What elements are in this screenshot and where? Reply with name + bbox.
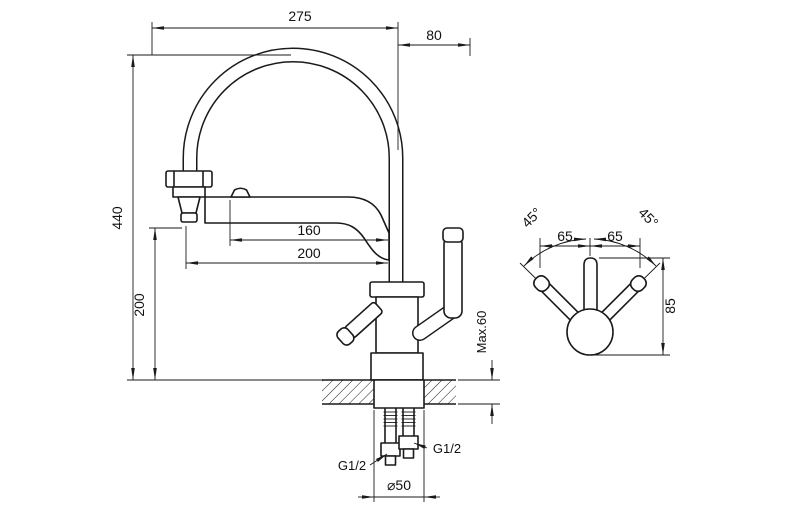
- spray-head-body: [172, 186, 206, 198]
- dim-reach-aerator: 160: [297, 222, 321, 238]
- spray-nozzle: [177, 196, 201, 214]
- dim-arc-angle-left: [523, 237, 587, 267]
- hose-nut-left: [380, 442, 401, 457]
- body-base: [370, 352, 424, 381]
- dim-angle-left: 45°: [518, 204, 544, 230]
- dim-width-total: 275: [288, 8, 312, 24]
- dim-angle-right: 45°: [635, 204, 661, 230]
- spout-arm: [204, 196, 390, 261]
- body-collar: [369, 281, 425, 298]
- hose-nut-right: [398, 435, 419, 450]
- leader-thread-right: [413, 442, 428, 449]
- left-handle: [336, 301, 383, 346]
- top-view-faucet: [519, 257, 661, 356]
- dim-reach-spout: 200: [297, 245, 321, 261]
- right-handle-cap: [442, 227, 464, 243]
- dim-base-diameter: ⌀50: [387, 477, 411, 493]
- mounting-shank: [373, 379, 425, 409]
- spray-tip: [180, 212, 198, 223]
- dim-offset-left: 65: [557, 228, 573, 244]
- dim-mount-thickness: Max.60: [474, 311, 489, 354]
- right-handle-lever: [443, 236, 463, 319]
- dim-width-right: 80: [426, 27, 442, 43]
- supply-pipes: [380, 408, 419, 466]
- aerator: [230, 187, 251, 198]
- dim-offset-right: 65: [607, 228, 623, 244]
- dim-depth: 85: [662, 298, 678, 314]
- body-mid: [375, 296, 419, 354]
- dim-thread-left: G1/2: [338, 458, 366, 473]
- hose-stub-left: [384, 455, 397, 466]
- hose-stub-right: [402, 448, 415, 459]
- spray-holder: [165, 170, 213, 188]
- counter-hatch-left: [322, 380, 374, 404]
- counter-hatch-right: [424, 380, 456, 404]
- dim-thread-right: G1/2: [433, 441, 461, 456]
- top-spout-tube: [583, 257, 598, 313]
- front-view-faucet: [165, 47, 464, 466]
- dim-arc-angle-right: [593, 237, 657, 267]
- leader-thread-left: [369, 453, 388, 466]
- dim-height-spout: 200: [131, 293, 147, 317]
- top-body-ball: [566, 308, 614, 356]
- front-view-dimensions: 275 80 440 200 160 200 Max.60 ⌀50 G1/2 G…: [109, 8, 500, 502]
- dim-height-total: 440: [109, 206, 125, 230]
